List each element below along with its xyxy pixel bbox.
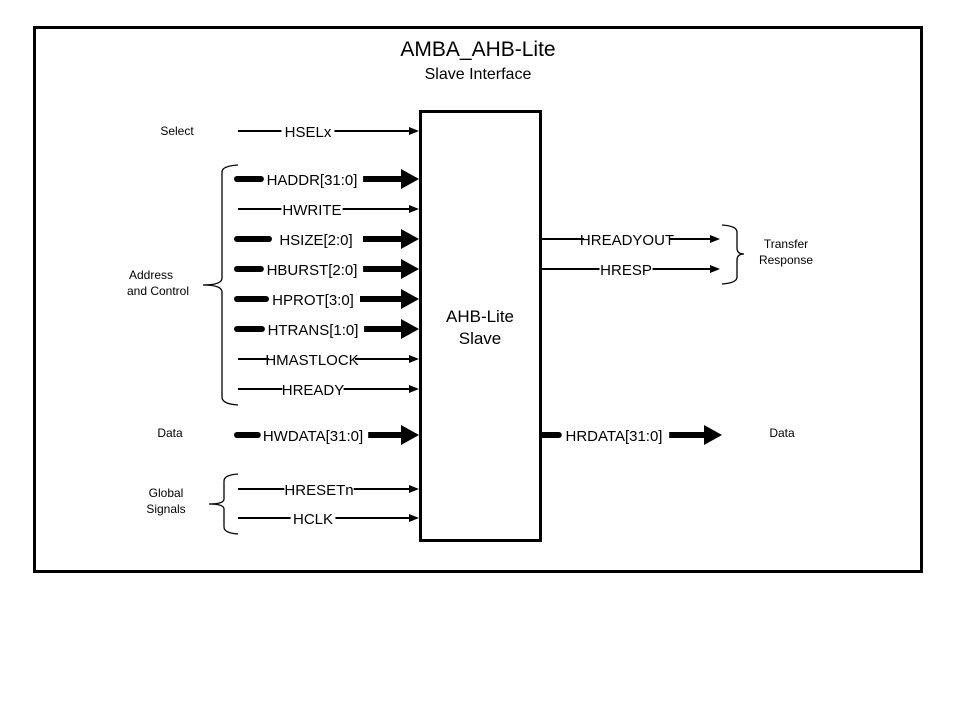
group-label-transfer-response-1: Transfer [764,237,808,251]
arrowhead-icon [409,385,419,393]
input-signal-hmastlock: HMASTLOCK [238,352,419,369]
arrowhead-icon [409,485,419,493]
arrowhead-icon [710,265,720,273]
arrowhead-icon [401,169,419,189]
diagram-title: AMBA_AHB-Lite [400,38,555,61]
signal-label: HPROT[3:0] [272,292,354,309]
arrowhead-icon [704,425,722,445]
signal-label: HADDR[31:0] [267,172,358,189]
signal-label: HREADY [282,382,345,399]
signal-label: HREADYOUT [580,232,674,249]
brace-address-control [202,164,239,406]
diagram-subtitle: Slave Interface [425,66,532,83]
input-signal-htrans-1-0: HTRANS[1:0] [234,319,419,339]
signal-label: HWRITE [282,202,341,219]
group-label-transfer-response-2: Response [759,253,813,267]
input-signal-hwrite: HWRITE [238,202,419,219]
group-label-data-in: Data [157,426,183,440]
input-signal-hresetn: HRESETn [238,482,419,499]
arrowhead-icon [710,235,720,243]
group-label-address-control-2: and Control [127,284,189,298]
signal-label: HTRANS[1:0] [268,322,359,339]
signal-label: HCLK [293,511,333,528]
output-signal-hrdata-31-0: HRDATA[31:0] [539,425,722,445]
output-signal-hresp: HRESP [542,262,720,279]
output-signal-hreadyout: HREADYOUT [542,232,720,249]
signal-label: HRESETn [284,482,353,499]
input-signal-hburst-2-0: HBURST[2:0] [234,259,419,279]
arrowhead-icon [401,229,419,249]
input-signal-hselx: HSELx [238,124,419,141]
signal-label: HRDATA[31:0] [566,428,663,445]
arrowhead-icon [409,355,419,363]
group-label-data-out: Data [769,426,795,440]
signal-label: HSELx [285,124,332,141]
signal-label: HMASTLOCK [265,352,358,369]
group-label-global-1: Global [149,486,184,500]
group-label-address-control-1: Address [129,268,173,282]
arrowhead-icon [409,514,419,522]
arrowhead-icon [409,127,419,135]
input-signal-hwdata-31-0: HWDATA[31:0] [234,425,419,445]
group-label-select: Select [160,124,194,138]
signal-label: HBURST[2:0] [267,262,358,279]
arrowhead-icon [401,289,419,309]
input-signal-hready: HREADY [238,382,419,399]
arrowhead-icon [401,319,419,339]
diagram-frame [33,26,923,573]
input-signal-hclk: HCLK [238,511,419,528]
group-label-global-2: Signals [146,502,185,516]
input-signal-hsize-2-0: HSIZE[2:0] [234,229,419,249]
brace-global-signals [208,473,239,535]
arrowhead-icon [409,205,419,213]
slave-block-label-line1: AHB-Lite [446,307,514,326]
input-signal-hprot-3-0: HPROT[3:0] [234,289,419,309]
arrowhead-icon [401,425,419,445]
arrowhead-icon [401,259,419,279]
brace-transfer-response [721,224,745,285]
slave-block-label-line2: Slave [459,329,502,348]
input-signal-haddr-31-0: HADDR[31:0] [234,169,419,189]
signal-label: HSIZE[2:0] [279,232,352,249]
slave-block [419,110,542,542]
signal-label: HWDATA[31:0] [263,428,363,445]
signal-label: HRESP [600,262,652,279]
